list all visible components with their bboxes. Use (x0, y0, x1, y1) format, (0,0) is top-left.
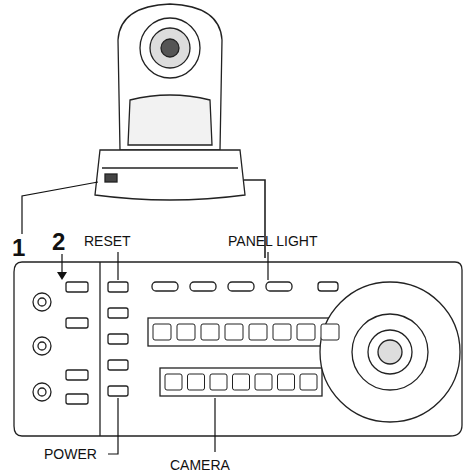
button (66, 282, 88, 292)
camera-lens (150, 28, 190, 68)
knob (33, 337, 51, 355)
position-button (273, 324, 291, 340)
camera-button (278, 374, 295, 390)
camera-button (233, 374, 250, 390)
position-button (297, 324, 315, 340)
position-button (153, 324, 171, 340)
button (66, 394, 88, 404)
leader-line (108, 398, 118, 454)
position-button (201, 324, 219, 340)
button (66, 318, 88, 328)
camera-group (160, 368, 322, 396)
knob (33, 293, 51, 311)
panel-divider (99, 262, 100, 436)
button (318, 282, 338, 291)
knob-cap (38, 388, 46, 396)
knob-cap (38, 342, 46, 350)
controller-body (14, 262, 462, 436)
button (108, 360, 128, 370)
button (228, 282, 254, 291)
knob-cap (38, 298, 46, 306)
panel-light-button (266, 282, 292, 291)
knob (33, 383, 51, 401)
joystick-top (378, 340, 402, 364)
part-label: RESET (84, 234, 131, 248)
position-button (321, 324, 339, 340)
camera-button (210, 374, 227, 390)
camera-lens-housing (140, 18, 200, 78)
camera-button (300, 374, 317, 390)
camera-neck (128, 95, 212, 145)
callout-number: 1 (12, 236, 25, 260)
arrow-head (57, 272, 67, 280)
button (108, 334, 128, 344)
callout-number: 2 (52, 230, 65, 254)
camera-button (255, 374, 272, 390)
camera-button (165, 374, 182, 390)
leader-line (117, 252, 118, 280)
joystick-base (320, 282, 460, 422)
camera-indicator (105, 174, 117, 182)
camera-lens-center (161, 39, 179, 57)
camera-button (188, 374, 205, 390)
button (66, 370, 88, 380)
power-button (108, 386, 128, 396)
joystick-stick (368, 330, 412, 374)
position-button (177, 324, 195, 340)
part-label: CAMERA (170, 458, 230, 472)
part-label: POWER (44, 447, 97, 461)
leader-line (214, 398, 215, 452)
leader-line (22, 182, 98, 234)
leader-line (267, 252, 268, 280)
position-group (148, 318, 344, 346)
camera-head (118, 4, 222, 150)
position-button (249, 324, 267, 340)
reset-button (108, 282, 128, 292)
arrow-shaft (61, 254, 62, 274)
position-button (225, 324, 243, 340)
camera-base-band (102, 167, 238, 168)
joystick-ring (352, 314, 428, 390)
button (108, 308, 128, 318)
button (190, 282, 216, 291)
camera-base (95, 150, 245, 200)
part-label: PANEL LIGHT (228, 234, 317, 248)
button (152, 282, 178, 291)
